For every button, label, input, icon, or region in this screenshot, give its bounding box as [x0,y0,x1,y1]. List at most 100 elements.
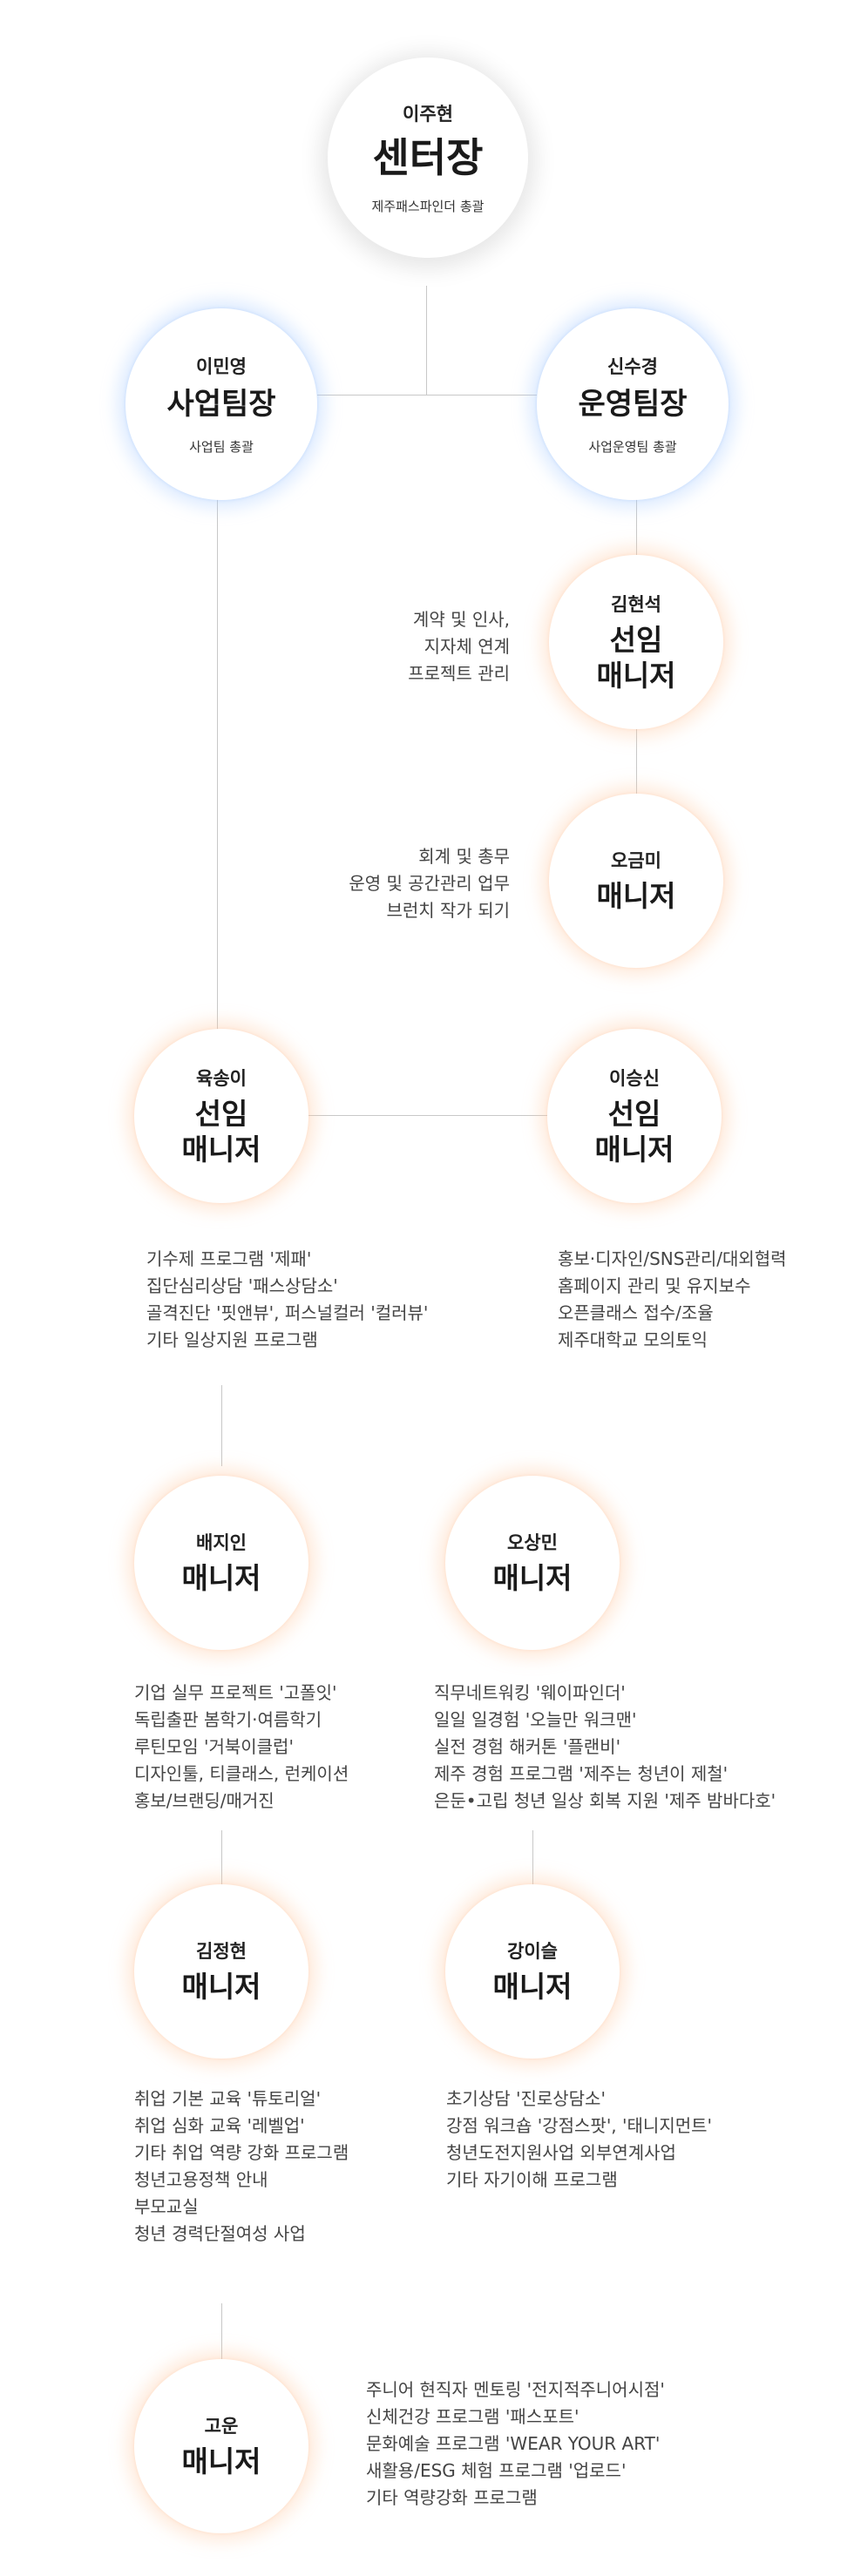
node-oh-geummi: 오금미 매니저 [549,794,723,968]
duty-item: 골격진단 '핏앤뷰', 퍼스널컬러 '컬러뷰' [146,1302,429,1323]
duty-item: 제주대학교 모의토익 [558,1329,708,1350]
duty-item: 청년도전지원사업 외부연계사업 [446,2142,676,2163]
node-yuk-songi: 육송이 선임 매니저 [134,1029,308,1203]
duty-item: 문화예술 프로그램 'WEAR YOUR ART' [366,2433,661,2454]
duties-kang-iseul: 초기상담 '진로상담소' 강점 워크숍 '강점스팟', '태니지먼트' 청년도전… [446,2086,712,2194]
node-name: 강이슬 [507,1941,558,1963]
duty-item: 실전 경험 해커톤 '플랜비' [434,1736,621,1757]
node-go-un: 고운 매니저 [134,2359,308,2533]
node-oh-sangmin: 오상민 매니저 [445,1476,620,1650]
node-name: 이주현 [403,103,453,125]
duties-lee-seungsin: 홍보·디자인/SNS관리/대외협력 홈페이지 관리 및 유지보수 오픈클래스 접… [558,1246,787,1354]
node-role: 선임 매니저 [596,622,675,694]
duty-item: 주니어 현직자 멘토링 '전지적주니어시점' [366,2379,665,2400]
duty-item: 은둔•고립 청년 일상 회복 지원 '제주 밤바다호' [434,1790,776,1811]
connector-ops-lead-down [636,489,637,555]
role-line-2: 매니저 [181,1132,261,1166]
node-description: 제주패스파인더 총괄 [371,199,485,215]
duty-item: 부모교실 [134,2196,199,2217]
connector-leads-horizontal [317,395,537,396]
duty-item: 집단심리상담 '패스상담소' [146,1275,338,1296]
node-lee-seungsin: 이승신 선임 매니저 [547,1029,722,1203]
duty-item: 일일 일경험 '오늘만 워크맨' [434,1709,637,1730]
duty-item: 홍보·디자인/SNS관리/대외협력 [558,1248,787,1269]
node-role: 매니저 [492,1561,573,1596]
node-center-director: 이주현 센터장 제주패스파인더 총괄 [328,57,528,258]
node-name: 김정현 [196,1941,247,1963]
duty-item: 독립출판 봄학기·여름학기 [134,1709,322,1730]
duty-item: 직무네트워킹 '웨이파인더' [434,1682,626,1703]
node-name: 김현석 [611,593,661,615]
node-role: 매니저 [492,1970,573,2005]
node-role: 매니저 [181,1561,261,1596]
duty-item: 기타 일상지원 프로그램 [146,1329,318,1350]
connector-bae-to-kim-junghyun [221,1830,222,1888]
duty-item: 기타 자기이해 프로그램 [446,2169,618,2190]
duties-oh-sangmin: 직무네트워킹 '웨이파인더' 일일 일경험 '오늘만 워크맨' 실전 경험 해커… [434,1680,776,1815]
node-name: 이민영 [196,356,247,378]
connector-kim-junghyun-to-go [221,2303,222,2361]
node-name: 이승신 [609,1067,660,1089]
node-role: 사업팀장 [166,387,276,423]
node-role: 운영팀장 [578,387,688,423]
duties-kim-junghyun: 취업 기본 교육 '튜토리얼' 취업 심화 교육 '레벨업' 기타 취업 역량 … [134,2086,349,2248]
node-name: 배지인 [196,1532,247,1554]
duties-kim-hyunseok: 계약 및 인사, 지자체 연계 프로젝트 관리 [408,606,510,687]
duty-item: 취업 심화 교육 '레벨업' [134,2115,305,2136]
duty-item: 회계 및 총무 [418,846,510,867]
duty-item: 오픈클래스 접수/조율 [558,1302,714,1323]
role-line-2: 매니저 [594,1132,674,1166]
connector-biz-lead-down [217,489,218,1031]
duty-item: 취업 기본 교육 '튜토리얼' [134,2088,322,2109]
node-business-team-lead: 이민영 사업팀장 사업팀 총괄 [125,308,317,500]
duty-item: 프로젝트 관리 [408,663,510,684]
connector-kim-to-oh [636,727,637,794]
duty-item: 계약 및 인사, [412,609,510,630]
node-role: 매니저 [181,2444,261,2479]
duty-item: 홈페이지 관리 및 유지보수 [558,1275,751,1296]
node-operations-team-lead: 신수경 운영팀장 사업운영팀 총괄 [537,308,729,500]
duties-bae-jiin: 기업 실무 프로젝트 '고폴잇' 독립출판 봄학기·여름학기 루틴모임 '거북이… [134,1680,349,1815]
duty-item: 브런치 작가 되기 [386,900,510,921]
duty-item: 신체건강 프로그램 '패스포트' [366,2406,580,2427]
node-kang-iseul: 강이슬 매니저 [445,1884,620,2059]
duty-item: 청년고용정책 안내 [134,2169,268,2190]
duty-item: 운영 및 공간관리 업무 [349,873,510,894]
duty-item: 기타 취업 역량 강화 프로그램 [134,2142,349,2163]
role-line-2: 매니저 [596,659,676,693]
node-role: 센터장 [372,133,484,181]
duty-item: 강점 워크숍 '강점스팟', '태니지먼트' [446,2115,713,2136]
duty-item: 초기상담 '진로상담소' [446,2088,606,2109]
node-role: 선임 매니저 [181,1096,261,1168]
node-name: 오금미 [611,850,661,872]
node-kim-hyunseok: 김현석 선임 매니저 [549,555,723,729]
node-name: 육송이 [196,1067,247,1089]
node-description: 사업팀 총괄 [189,438,254,455]
duty-item: 기업 실무 프로젝트 '고폴잇' [134,1682,337,1703]
node-description: 사업운영팀 총괄 [588,438,677,455]
node-name: 고운 [204,2416,239,2437]
duty-item: 기타 역량강화 프로그램 [366,2487,538,2508]
connector-center-down [426,286,427,396]
duty-item: 루틴모임 '거북이클럽' [134,1736,294,1757]
duties-oh-geummi: 회계 및 총무 운영 및 공간관리 업무 브런치 작가 되기 [349,843,510,924]
role-line-1: 선임 [609,622,663,657]
connector-yuk-lee-horizontal [307,1115,547,1116]
duty-item: 지자체 연계 [424,636,510,657]
duties-go-un: 주니어 현직자 멘토링 '전지적주니어시점' 신체건강 프로그램 '패스포트' … [366,2377,665,2512]
node-kim-junghyun: 김정현 매니저 [134,1884,308,2059]
duties-yuk-songi: 기수제 프로그램 '제패' 집단심리상담 '패스상담소' 골격진단 '핏앤뷰',… [146,1246,428,1354]
node-name: 신수경 [607,356,658,378]
role-line-1: 선임 [607,1096,661,1131]
node-name: 오상민 [507,1532,558,1554]
node-role: 매니저 [596,879,676,914]
duty-item: 새활용/ESG 체험 프로그램 '업로드' [366,2460,627,2481]
duty-item: 디자인툴, 티클래스, 런케이션 [134,1763,349,1784]
node-bae-jiin: 배지인 매니저 [134,1476,308,1650]
node-role: 선임 매니저 [594,1096,674,1168]
duty-item: 홍보/브랜딩/매거진 [134,1790,274,1811]
duty-item: 제주 경험 프로그램 '제주는 청년이 제철' [434,1763,729,1784]
connector-oh-sangmin-to-kang [532,1830,533,1888]
duty-item: 기수제 프로그램 '제패' [146,1248,312,1269]
role-line-1: 선임 [194,1096,248,1131]
